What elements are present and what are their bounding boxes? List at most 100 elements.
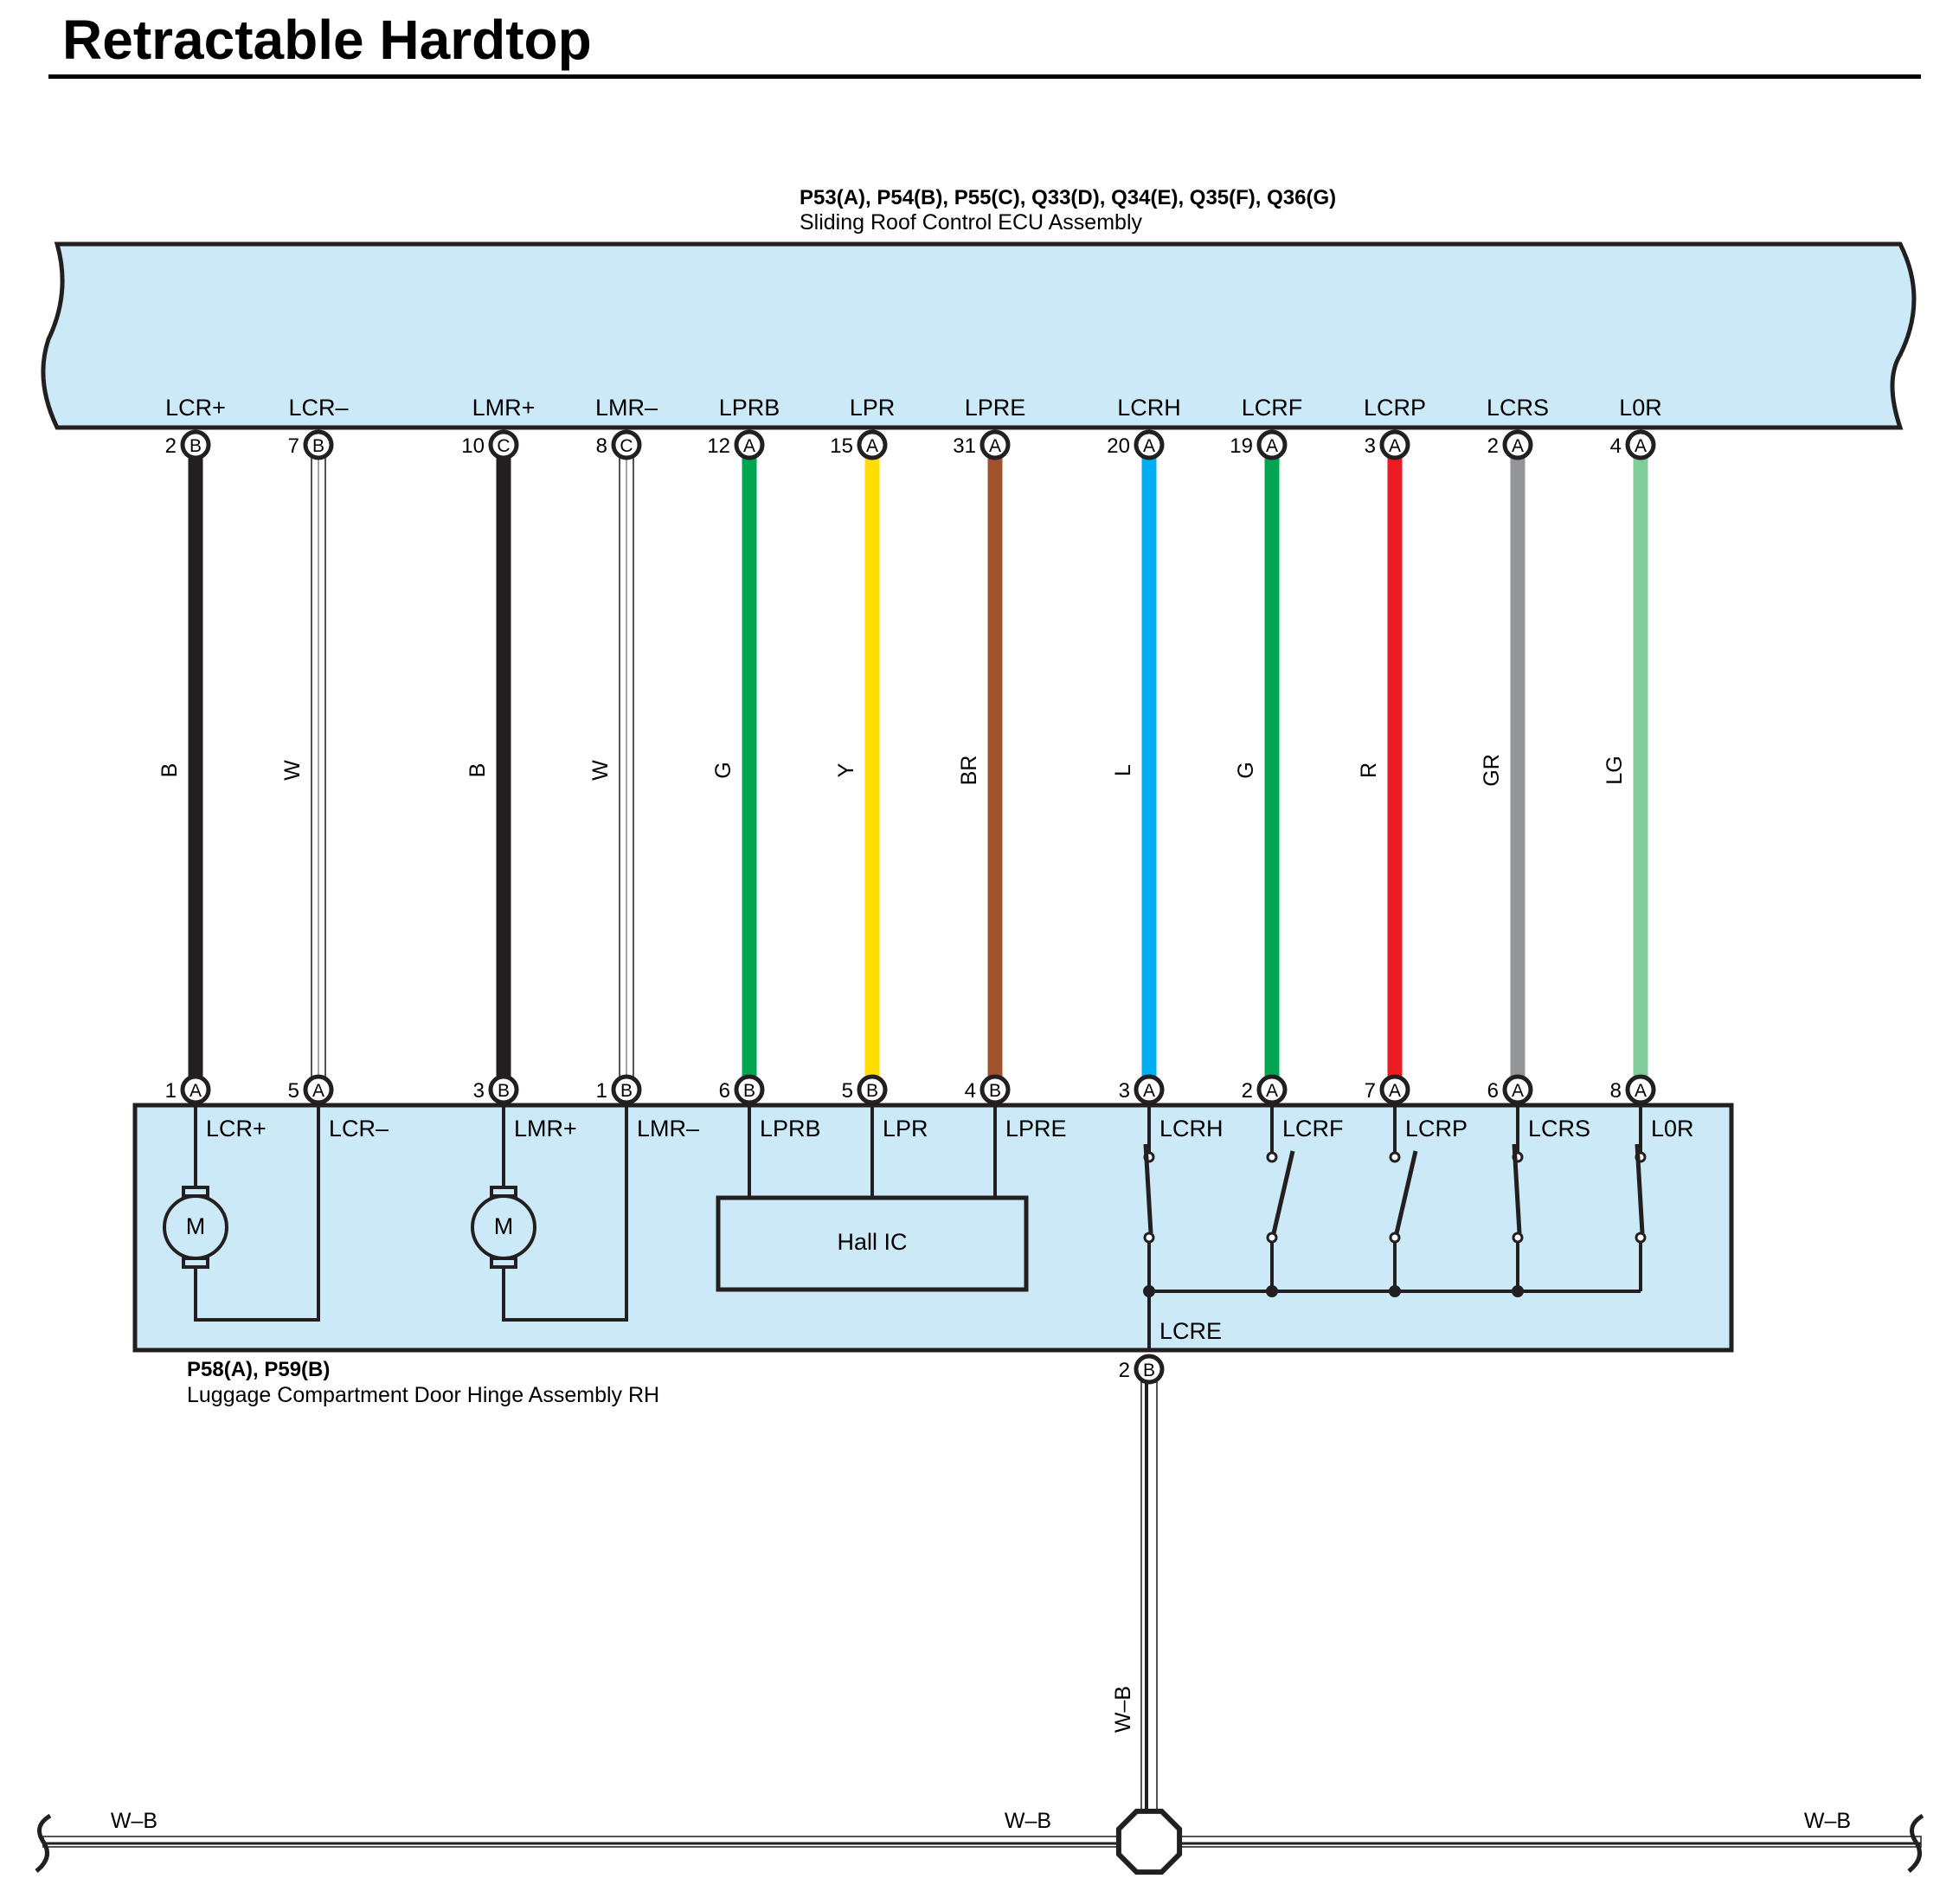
connector-letter: B xyxy=(1143,1360,1155,1380)
ecu-terminal-label: LCRH xyxy=(1117,395,1181,421)
connector-letter: A xyxy=(743,436,755,456)
switch-contact xyxy=(1266,1232,1278,1244)
pin-number: 2 xyxy=(1487,434,1499,458)
ecu-connectors: P53(A), P54(B), P55(C), Q33(D), Q34(E), … xyxy=(800,186,1336,209)
hinge-terminal-label: LCR– xyxy=(329,1116,389,1142)
pin-circle xyxy=(1625,429,1656,460)
ground-bus-wire xyxy=(42,1836,1922,1848)
motor-label: M xyxy=(494,1213,514,1239)
hinge-terminal-label: LPRE xyxy=(1005,1116,1067,1142)
connector-letter: A xyxy=(189,1081,202,1101)
wire-color-code: W xyxy=(280,760,305,781)
hall-ic-box xyxy=(716,1195,1029,1292)
switch-blade xyxy=(1271,1150,1295,1234)
connector-letter: A xyxy=(1635,436,1647,456)
motor-lmr: M xyxy=(471,1105,628,1322)
pin-number: 31 xyxy=(953,434,976,458)
pin-number: 8 xyxy=(596,434,607,458)
wire-color-code: GR xyxy=(1480,754,1504,787)
pin-number: 7 xyxy=(1365,1079,1376,1103)
pin-number: 3 xyxy=(473,1079,485,1103)
pin-number: 5 xyxy=(288,1079,299,1103)
lcre-label: LCRE xyxy=(1159,1318,1222,1344)
switch-contact xyxy=(1635,1232,1647,1244)
motor-brush xyxy=(182,1257,209,1269)
hinge-terminal-label: LCR+ xyxy=(206,1116,267,1142)
wire-color-code: LG xyxy=(1603,756,1627,784)
switch-contact xyxy=(1512,1232,1524,1244)
pin-number: 4 xyxy=(965,1079,976,1103)
pin-number: 2 xyxy=(1119,1359,1130,1382)
pin-circle xyxy=(857,1074,888,1105)
connector-letter: A xyxy=(312,1081,324,1101)
pin-number: 3 xyxy=(1365,434,1376,458)
ground-drop-wire xyxy=(1140,1381,1158,1815)
hinge-terminal-label: LPRB xyxy=(760,1116,821,1142)
motor-lcr: M xyxy=(163,1105,320,1322)
ecu-terminal-label: LCRP xyxy=(1364,395,1426,421)
pin-circle xyxy=(1502,429,1533,460)
ecu-terminal-label: LCRS xyxy=(1487,395,1549,421)
pin-circle xyxy=(1625,1074,1656,1105)
pin-circle xyxy=(734,1074,765,1105)
wire-color-code: W–B xyxy=(1111,1686,1135,1733)
connector-letter: C xyxy=(620,436,633,456)
pin-number: 1 xyxy=(165,1079,177,1103)
switch-contact xyxy=(1389,1151,1401,1163)
pin-number: 12 xyxy=(707,434,730,458)
pin-circle xyxy=(734,429,765,460)
wire-color-code: G xyxy=(711,762,735,778)
hall-ic: Hall IC xyxy=(716,1105,1029,1292)
ecu-terminal-label: L0R xyxy=(1619,395,1662,421)
hinge-terminal-label: LCRF xyxy=(1282,1116,1344,1142)
pin-number: 3 xyxy=(1119,1079,1130,1103)
connector-letter: A xyxy=(1143,1081,1155,1101)
connector-letter: B xyxy=(866,1081,878,1101)
pin-circle xyxy=(980,1074,1011,1105)
pin-number: 10 xyxy=(461,434,485,458)
connector-letter: B xyxy=(743,1081,755,1101)
pin-number: 20 xyxy=(1107,434,1130,458)
pin-number: 15 xyxy=(830,434,853,458)
pin-circle xyxy=(1134,1074,1165,1105)
pin-circle xyxy=(488,429,519,460)
pin-circle xyxy=(303,429,334,460)
pin-number: 6 xyxy=(719,1079,730,1103)
connector-letter: A xyxy=(1266,436,1278,456)
pin-number: 4 xyxy=(1610,434,1622,458)
hinge-terminal-label: LMR– xyxy=(637,1116,699,1142)
ecu-terminal-label: LMR– xyxy=(595,395,658,421)
pin-circle xyxy=(180,1074,211,1105)
connector-letter: B xyxy=(989,1081,1001,1101)
connector-letter: A xyxy=(1512,1081,1524,1101)
switch-blade xyxy=(1512,1143,1522,1234)
splice-point xyxy=(1115,1808,1183,1875)
pin-circle xyxy=(1379,429,1410,460)
wires-layer: LCR+B2A1BLCR–B7A5WLMR+C10B3BLMR–C8B1WLPR… xyxy=(157,395,1662,1105)
wire-color-code: Y xyxy=(834,762,858,777)
pin-number: 5 xyxy=(842,1079,853,1103)
pin-number: 2 xyxy=(165,434,177,458)
pin-circle xyxy=(180,429,211,460)
hinge-terminal-label: LCRP xyxy=(1405,1116,1468,1142)
hinge-terminal-label: LPR xyxy=(883,1116,928,1142)
limit-switch xyxy=(1635,1105,1647,1291)
switch-blade xyxy=(1143,1143,1153,1234)
pin-number: 19 xyxy=(1230,434,1253,458)
pin-circle xyxy=(611,1074,642,1105)
pin-circle xyxy=(488,1074,519,1105)
ecu-terminal-label: LCR+ xyxy=(165,395,226,421)
pin-number: 2 xyxy=(1242,1079,1253,1103)
ecu-body xyxy=(41,241,1917,430)
